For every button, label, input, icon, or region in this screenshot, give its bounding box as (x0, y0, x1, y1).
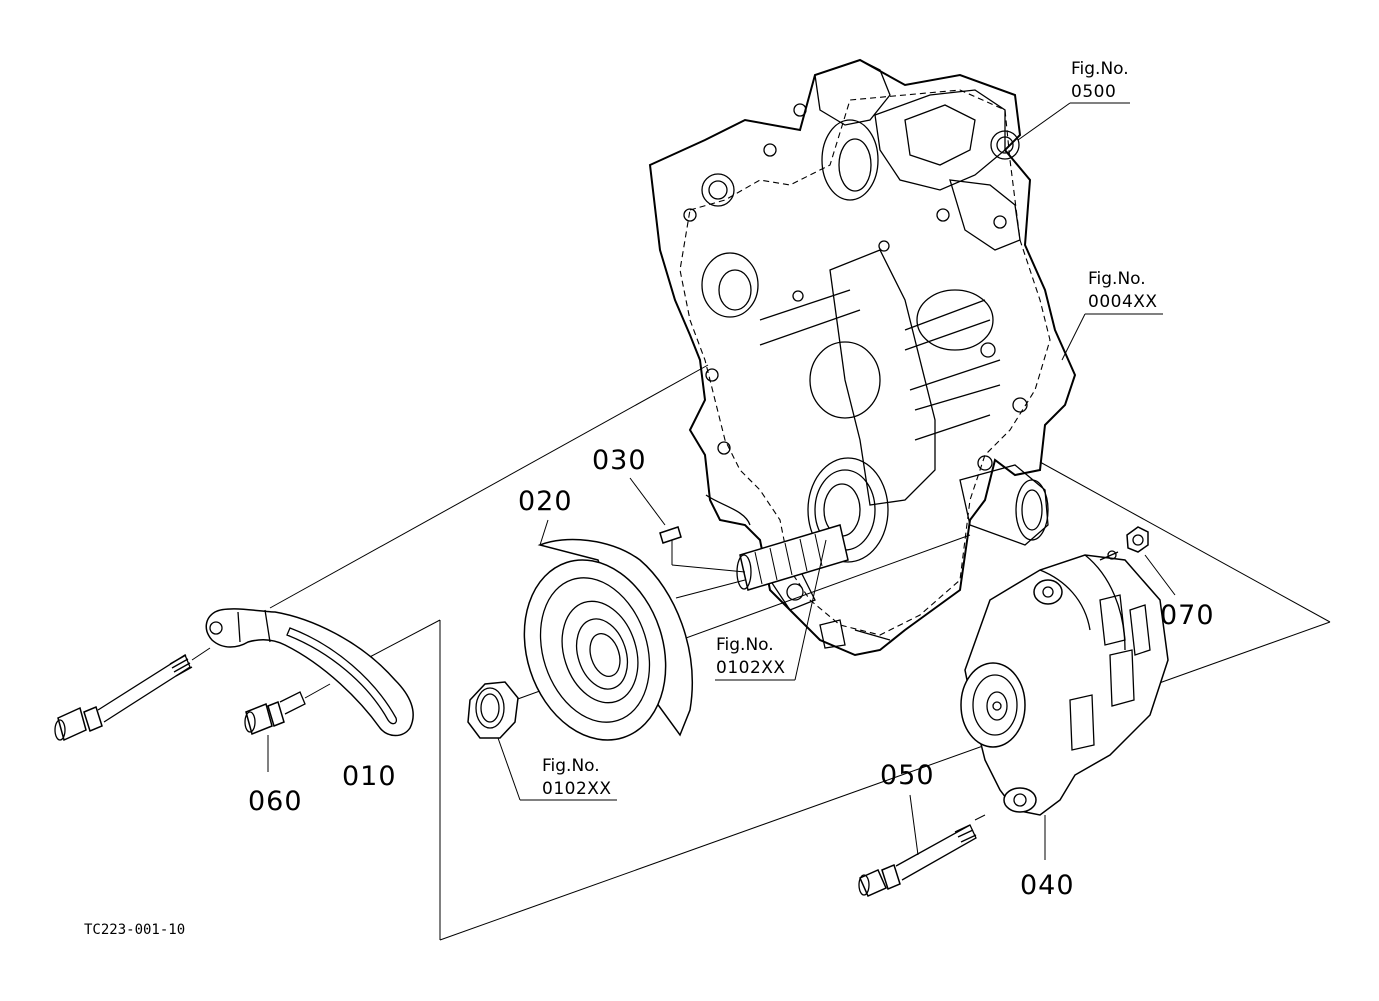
part-label-060[interactable]: 060 (248, 786, 303, 817)
figure-ref-0500[interactable]: Fig.No. 0500 (1071, 61, 1129, 101)
part-label-040[interactable]: 040 (1020, 870, 1075, 901)
crank-nut (467, 681, 521, 801)
part-070-nut (1126, 526, 1176, 596)
figure-ref-0102xx-nut[interactable]: Fig.No. 0102XX (542, 758, 612, 798)
crankshaft-spline (736, 524, 849, 591)
part-010-bracket (205, 608, 414, 737)
part-label-050[interactable]: 050 (880, 760, 935, 791)
part-060-bolt (244, 683, 331, 772)
part-label-020[interactable]: 020 (518, 486, 573, 517)
drawing-code: TC223-001-10 (84, 922, 186, 938)
bolt-long (54, 647, 211, 742)
figure-ref-number: 0004XX (1088, 292, 1158, 312)
engine-gear-case (648, 58, 1077, 657)
part-label-070[interactable]: 070 (1160, 600, 1215, 631)
assembly-lines (269, 364, 1331, 941)
figure-leaders (520, 102, 1163, 801)
figure-ref-0004xx[interactable]: Fig.No. 0004XX (1088, 271, 1158, 311)
figure-ref-label: Fig.No. (1088, 269, 1146, 289)
part-050-bolt (858, 794, 977, 897)
part-label-030[interactable]: 030 (592, 445, 647, 476)
figure-ref-label: Fig.No. (716, 635, 774, 655)
figure-ref-number: 0102XX (716, 658, 786, 678)
part-label-010[interactable]: 010 (342, 761, 397, 792)
figure-ref-number: 0500 (1071, 82, 1117, 102)
figure-ref-number: 0102XX (542, 779, 612, 799)
figure-ref-label: Fig.No. (542, 756, 600, 776)
part-040-alternator (960, 550, 1169, 860)
figure-ref-0102xx-shaft[interactable]: Fig.No. 0102XX (716, 637, 786, 677)
part-020-pulley (523, 519, 693, 741)
figure-ref-label: Fig.No. (1071, 59, 1129, 79)
part-030-key (629, 477, 682, 544)
